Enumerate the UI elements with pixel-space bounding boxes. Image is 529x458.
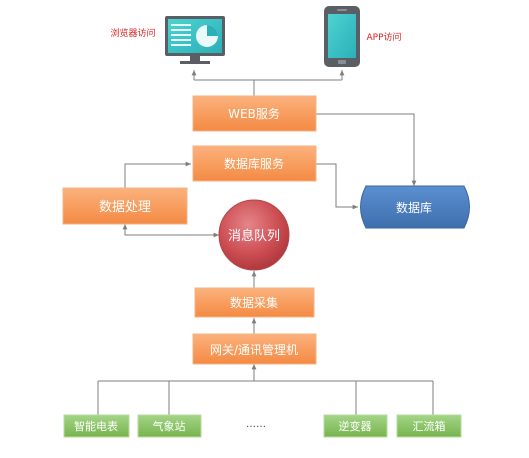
device-inverter-box xyxy=(323,414,388,438)
browser-monitor-icon xyxy=(165,16,225,64)
db-service-box xyxy=(192,145,317,182)
web-to-database-arrow xyxy=(316,113,417,186)
db-service-label: 数据库服务 xyxy=(224,156,284,171)
processing-to-dbservice-arrow xyxy=(124,161,191,188)
device-smart-meter-box xyxy=(63,414,130,438)
message-queue-label: 消息队列 xyxy=(228,228,280,244)
browser-access-label: 浏览器访问 xyxy=(110,27,155,39)
phone-icon xyxy=(324,6,360,67)
device-weather-station-box xyxy=(137,414,202,438)
device-weather-station-label: 气象站 xyxy=(153,419,186,433)
data-processing-box xyxy=(62,187,188,225)
data-processing-label: 数据处理 xyxy=(99,200,151,215)
device-combiner-label: 汇流箱 xyxy=(413,419,446,433)
data-collection-box xyxy=(194,287,315,318)
device-smart-meter-label: 智能电表 xyxy=(74,419,118,433)
gateway-box xyxy=(192,333,317,365)
device-ellipsis: …… xyxy=(246,419,266,430)
database-label: 数据库 xyxy=(396,200,432,215)
data-collection-label: 数据采集 xyxy=(230,295,278,310)
dbservice-to-database-arrow xyxy=(316,163,358,210)
web-service-label: WEB服务 xyxy=(228,106,280,121)
database-shape xyxy=(360,185,470,229)
web-service-box xyxy=(192,95,317,132)
gateway-label: 网关/通讯管理机 xyxy=(210,342,298,357)
queue-processing-arrow xyxy=(122,224,219,238)
connectors xyxy=(97,70,434,415)
message-queue-circle xyxy=(218,199,290,271)
app-access-label: APP访问 xyxy=(366,31,401,43)
device-combiner-box xyxy=(396,414,462,438)
device-inverter-label: 逆变器 xyxy=(339,419,372,433)
